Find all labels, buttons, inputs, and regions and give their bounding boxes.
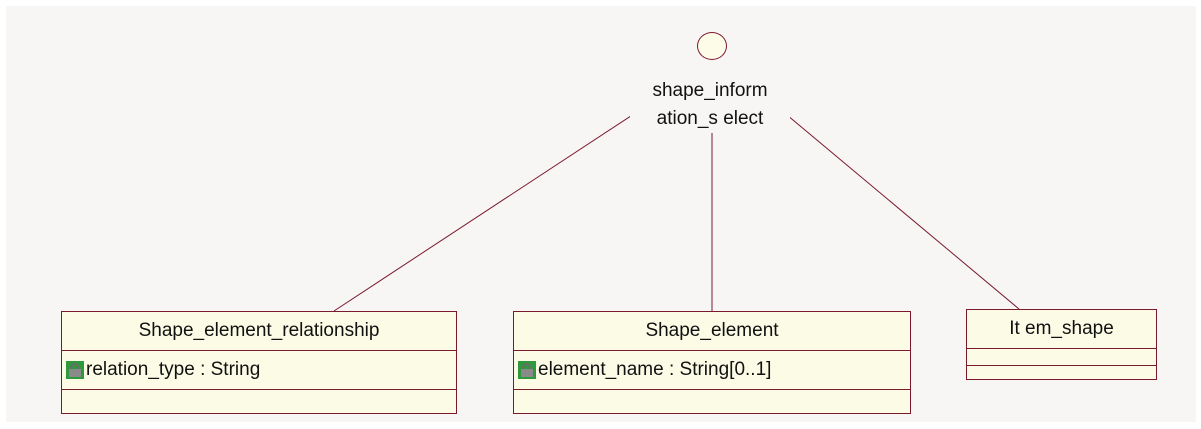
class-shape-element[interactable]: Shape_element element_name : String[0..1… — [513, 311, 911, 414]
class-shape-element-relationship[interactable]: Shape_element_relationship relation_type… — [61, 311, 457, 414]
interface-label-line-1: shape_inform — [652, 80, 768, 101]
attribute-row: relation_type : String — [62, 351, 456, 390]
class-name: Shape_element_relationship — [62, 312, 456, 351]
link-relationship — [333, 107, 644, 312]
interface-circle-icon[interactable] — [697, 32, 727, 60]
class-name: Shape_element — [514, 312, 910, 351]
link-item-shape — [786, 114, 1020, 310]
class-name: It em_shape — [967, 310, 1156, 349]
attribute-lock-icon — [518, 361, 536, 379]
attribute-text: relation_type : String — [86, 359, 261, 380]
attribute-compartment — [967, 349, 1156, 366]
interface-label: shape_inform ation_s elect — [630, 77, 790, 133]
attribute-text: element_name : String[0..1] — [538, 359, 772, 380]
interface-label-line-2: ation_s elect — [656, 108, 764, 129]
attribute-lock-icon — [66, 361, 84, 379]
class-item-shape[interactable]: It em_shape — [966, 309, 1157, 380]
attribute-row: element_name : String[0..1] — [514, 351, 910, 390]
